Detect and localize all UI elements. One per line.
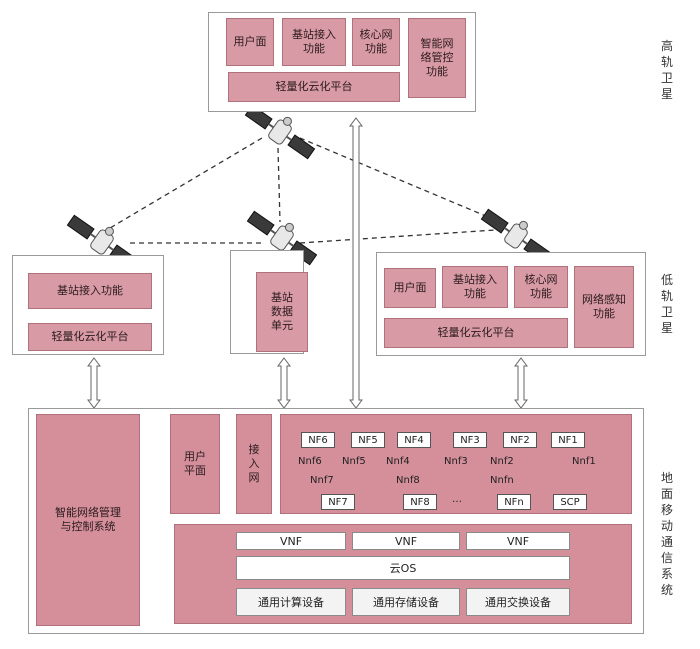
low-right-user-plane: 用户面 — [384, 268, 436, 308]
nnf-label: Nnf1 — [572, 456, 596, 467]
satellite-icon — [244, 104, 316, 160]
nnf-label: Nnf2 — [490, 456, 514, 467]
high-intel-mgmt: 智能网 络管控 功能 — [408, 18, 466, 98]
high-orbit-side-label: 高轨卫星 — [660, 39, 673, 101]
ellipsis-label: … — [452, 494, 462, 505]
nf-box: NF5 — [351, 432, 385, 448]
nnf-label: Nnf5 — [342, 456, 366, 467]
nf-box: NF4 — [397, 432, 431, 448]
nf-box: NF8 — [403, 494, 437, 510]
ground-user-plane: 用户 平面 — [170, 414, 220, 514]
low-right-bs-access: 基站接入 功能 — [442, 266, 508, 308]
vnf-box: VNF — [236, 532, 346, 550]
nnf-label: Nnf8 — [396, 475, 420, 486]
nf-box: NF7 — [321, 494, 355, 510]
high-cloud-platform: 轻量化云化平台 — [228, 72, 400, 102]
nnf-label: Nnfn — [490, 475, 514, 486]
ground-side-label: 地面移动通信系统 — [660, 471, 673, 597]
nf-box: NF3 — [453, 432, 487, 448]
device-box: 通用存储设备 — [352, 588, 460, 616]
low-right-core-net: 核心网 功能 — [514, 266, 568, 308]
high-bs-access: 基站接入 功能 — [282, 18, 346, 66]
nnf-label: Nnf4 — [386, 456, 410, 467]
nf-box: NF1 — [551, 432, 585, 448]
high-core-net: 核心网 功能 — [352, 18, 400, 66]
scp-box: SCP — [553, 494, 587, 510]
ground-access-net: 接 入 网 — [236, 414, 272, 514]
nf-box: NFn — [497, 494, 531, 510]
nnf-label: Nnf7 — [310, 475, 334, 486]
satellite-links — [109, 137, 501, 244]
nnf-label: Nnf3 — [444, 456, 468, 467]
device-box: 通用计算设备 — [236, 588, 346, 616]
nf-box: NF6 — [301, 432, 335, 448]
ground-intel-mgmt: 智能网络管理 与控制系统 — [36, 414, 140, 626]
low-ground-arrows — [87, 357, 528, 409]
low-left-bs-access: 基站接入功能 — [28, 273, 152, 309]
vnf-box: VNF — [352, 532, 460, 550]
nnf-label: Nnf6 — [298, 456, 322, 467]
nf-box: NF2 — [503, 432, 537, 448]
device-box: 通用交换设备 — [466, 588, 570, 616]
vnf-box: VNF — [466, 532, 570, 550]
high-user-plane: 用户面 — [226, 18, 274, 66]
low-right-cloud-platform: 轻量化云化平台 — [384, 318, 568, 348]
low-bs-data-unit: 基站 数据 单元 — [256, 272, 308, 352]
low-left-cloud-platform: 轻量化云化平台 — [28, 323, 152, 351]
low-right-net-sensing: 网络感知 功能 — [574, 266, 634, 348]
high-ground-arrow — [349, 117, 363, 409]
cloud-os-box: 云OS — [236, 556, 570, 580]
low-orbit-side-label: 低轨卫星 — [660, 273, 673, 335]
